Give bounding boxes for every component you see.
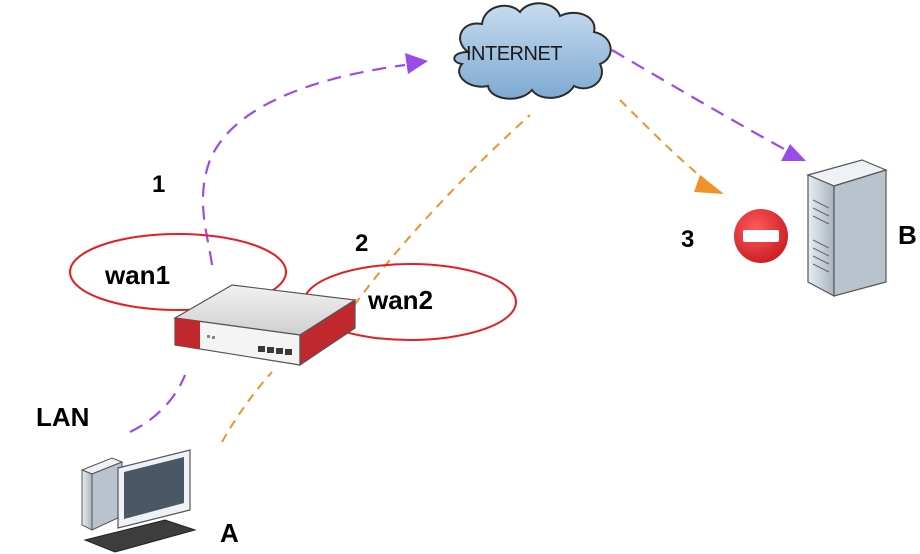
host-a-label: A — [220, 520, 239, 546]
wan2-label: wan2 — [368, 287, 433, 313]
internet-label: INTERNET — [466, 44, 562, 64]
computer-icon — [82, 450, 195, 552]
lan-label: LAN — [36, 404, 89, 430]
wan1-label: wan1 — [105, 262, 170, 288]
step-1-label: 1 — [152, 173, 165, 197]
wan1-path — [130, 50, 795, 432]
router-icon — [175, 285, 355, 365]
step-2-label: 2 — [355, 232, 368, 256]
server-icon — [808, 160, 886, 296]
wan1-arrowhead-cloud — [405, 53, 428, 74]
wan2-arrowhead-block — [694, 175, 724, 194]
host-b-label: B — [898, 222, 917, 248]
wan2-path — [222, 100, 705, 442]
step-3-label: 3 — [681, 228, 694, 252]
wan1-arrowhead-server — [781, 144, 806, 161]
block-icon — [734, 209, 788, 263]
